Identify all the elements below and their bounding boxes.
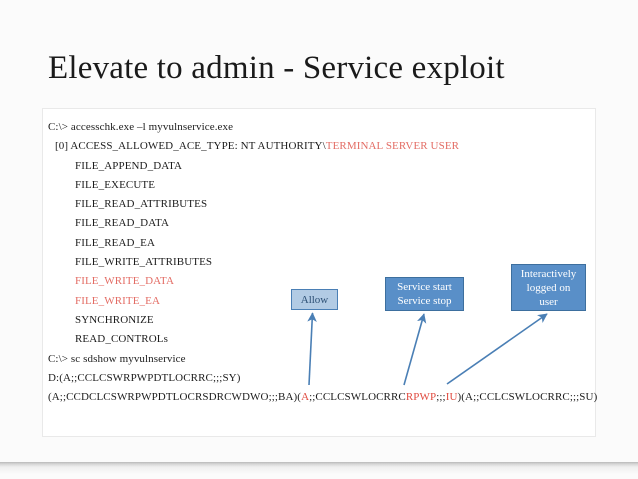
console-highlight-segment: FILE_WRITE_DATA: [75, 275, 174, 288]
console-text-segment: D:(A;;CCLCSWRPWPDTLOCRRC;;;SY): [48, 371, 241, 384]
console-text-segment: SYNCHRONIZE: [75, 313, 154, 326]
console-line: D:(A;;CCLCSWRPWPDTLOCRRC;;;SY): [48, 369, 593, 388]
console-line: FILE_APPEND_DATA: [48, 157, 593, 176]
console-text-segment: FILE_APPEND_DATA: [75, 159, 183, 172]
console-line: FILE_WRITE_ATTRIBUTES: [48, 253, 593, 272]
console-line: FILE_READ_DATA: [48, 214, 593, 233]
slide-bottom-band: [0, 462, 638, 479]
callout-label-line: Interactively: [520, 267, 577, 280]
console-text-segment: FILE_READ_ATTRIBUTES: [75, 198, 208, 211]
callout-label-line: Service start: [397, 281, 452, 293]
console-text-segment: FILE_READ_DATA: [75, 217, 170, 230]
console-line: C:\> accesschk.exe –l myvulnservice.exe: [48, 118, 593, 137]
console-line: C:\> sc sdshow myvulnservice: [48, 350, 593, 369]
console-text-segment: )(A;;CCLCSWLOCRRC;;;SU): [457, 391, 598, 404]
console-text-segment: FILE_WRITE_ATTRIBUTES: [75, 256, 213, 269]
console-text-segment: ;;;: [436, 391, 446, 404]
callout-label-line: Service stop: [397, 295, 452, 307]
console-text-segment: (A;;CCDCLCSWRPWPDTLOCRSDRCWDWO;;;BA)(: [48, 391, 302, 404]
slide-canvas: Elevate to admin - Service exploit C:\> …: [42, 50, 598, 437]
callout-label-line: user: [539, 295, 558, 308]
callout-label-line: logged on: [526, 281, 571, 294]
console-line: READ_CONTROLs: [48, 330, 593, 349]
console-text-segment: FILE_EXECUTE: [75, 178, 156, 191]
console-highlight-segment: A: [301, 391, 310, 404]
callout-allow: Allow: [291, 289, 338, 310]
console-output-text: C:\> accesschk.exe –l myvulnservice.exe […: [48, 118, 597, 407]
console-text-segment: FILE_READ_EA: [75, 236, 156, 249]
console-text-segment: C:\> sc sdshow myvulnservice: [48, 352, 186, 365]
console-text-segment: ;;CCLCSWLOCRRC: [309, 391, 406, 404]
console-line: (A;;CCDCLCSWRPWPDTLOCRSDRCWDWO;;;BA)(A;;…: [48, 388, 597, 407]
console-line: FILE_WRITE_DATA: [48, 272, 593, 291]
console-line: FILE_WRITE_EA: [48, 292, 593, 311]
console-text-segment: C:\> accesschk.exe –l myvulnservice.exe: [48, 121, 234, 133]
console-line: SYNCHRONIZE: [48, 311, 593, 330]
console-line: FILE_READ_EA: [48, 234, 593, 253]
console-highlight-segment: FILE_WRITE_EA: [75, 294, 161, 307]
page-title: Elevate to admin - Service exploit: [48, 50, 505, 86]
console-highlight-segment: IU: [445, 391, 458, 404]
console-line: [0] ACCESS_ALLOWED_ACE_TYPE: NT AUTHORIT…: [48, 137, 593, 156]
console-highlight-segment: RPWP: [405, 391, 437, 404]
console-text-segment: [0] ACCESS_ALLOWED_ACE_TYPE: NT AUTHORIT…: [55, 140, 326, 153]
console-line: FILE_EXECUTE: [48, 176, 593, 195]
console-line: FILE_READ_ATTRIBUTES: [48, 195, 593, 214]
callout-label-line: Allow: [300, 293, 329, 306]
console-highlight-segment: TERMINAL SERVER USER: [325, 140, 460, 153]
console-text-segment: READ_CONTROLs: [75, 333, 168, 346]
